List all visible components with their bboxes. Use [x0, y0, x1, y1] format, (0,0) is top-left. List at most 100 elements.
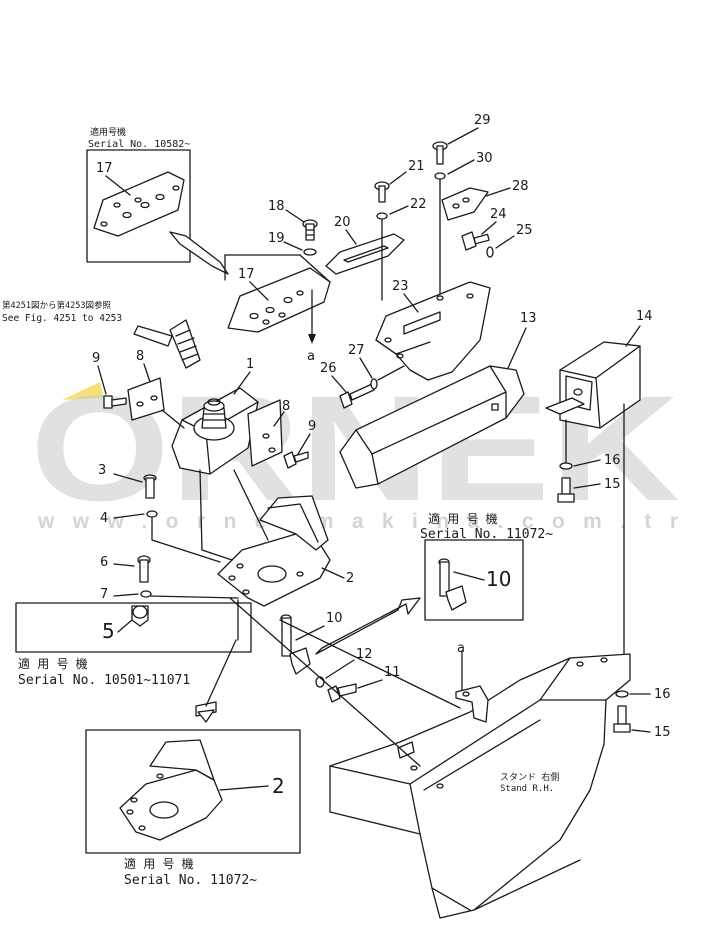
washer-25 — [486, 246, 494, 258]
box-14-assembly: 14 16 15 — [545, 309, 653, 665]
callout-14: 14 — [636, 309, 653, 324]
watermark-accent — [62, 382, 104, 400]
callout-6: 6 — [100, 555, 108, 570]
note-serial-10501-jp: 適 用 号 機 — [18, 656, 88, 671]
callout-8-right: 8 — [282, 399, 290, 414]
arrow-10 — [315, 597, 421, 655]
callout-28: 28 — [512, 179, 529, 194]
callout-29: 29 — [474, 113, 491, 128]
screw-9-right — [283, 451, 309, 469]
note-serial-10582-jp: 適用号機 — [90, 126, 126, 138]
note-serial-11072-a-jp: 適 用 号 機 — [428, 511, 498, 526]
bracket-23-assembly: 29 30 28 21 22 24 25 — [320, 113, 533, 409]
bracket-23 — [375, 281, 491, 381]
note-see-fig-en: See Fig. 4251 to 4253 — [2, 313, 122, 324]
inset-frame — [86, 149, 191, 263]
callout-18: 18 — [268, 199, 285, 214]
shaft-10-assembly: 10 12 11 適 用 号 機 Serial No. 11072~ 10 — [280, 511, 553, 703]
note-serial-10501-en: Serial No. 10501~11071 — [18, 673, 190, 688]
callout-8-left: 8 — [136, 349, 144, 364]
callout-15-lower: 15 — [654, 725, 671, 740]
callout-25: 25 — [516, 223, 533, 238]
bolt-24 — [461, 231, 490, 251]
bolt-15-lower — [613, 705, 631, 733]
callout-15: 15 — [604, 477, 621, 492]
callout-30: 30 — [476, 151, 493, 166]
callout-22: 22 — [410, 197, 427, 212]
shaft-10-inset — [438, 558, 467, 611]
callout-12: 12 — [356, 647, 373, 662]
callout-17-inset: 17 — [96, 161, 113, 176]
ref-a-top: a — [307, 349, 315, 364]
bolt-26 — [339, 383, 375, 409]
callout-1: 1 — [246, 357, 254, 372]
plate-28 — [441, 187, 489, 221]
cover-13 — [339, 365, 525, 489]
shaft-10 — [280, 614, 311, 675]
rubber-boot — [169, 319, 201, 369]
note-serial-10582-en: Serial No. 10582~ — [88, 139, 190, 150]
callout-13: 13 — [520, 311, 537, 326]
boot-see-fig: 第4251図から第4253図参照 See Fig. 4251 to 4253 — [2, 300, 201, 369]
washer-4 — [146, 510, 158, 518]
callout-10: 10 — [326, 611, 343, 626]
washer-27 — [370, 378, 378, 390]
washer-16 — [559, 462, 573, 470]
inset-frame-2 — [85, 729, 301, 854]
callout-9-left: 9 — [92, 351, 100, 366]
plate-17-assembly: 17 a 18 19 20 — [224, 199, 405, 364]
screw-9-left — [103, 395, 127, 409]
arrow-inset-17 — [169, 231, 229, 275]
washer-19 — [303, 248, 317, 256]
bracket-8-right — [247, 399, 283, 467]
callout-16-lower: 16 — [654, 687, 671, 702]
callout-20: 20 — [334, 215, 351, 230]
callout-4: 4 — [100, 511, 108, 526]
bolt-15 — [557, 477, 575, 503]
callout-2-inset: 2 — [272, 774, 285, 798]
washer-22 — [376, 212, 388, 220]
stand-rh: a スタンド 右側 Stand R.H. 16 15 — [229, 597, 671, 919]
washer-7 — [140, 590, 152, 598]
plate-17-inset-shape — [93, 171, 185, 237]
slotted-plate-20 — [325, 233, 405, 275]
callout-27: 27 — [348, 343, 365, 358]
screw-21 — [374, 181, 390, 203]
note-serial-11072-b-jp: 適 用 号 機 — [124, 856, 194, 871]
note-see-fig-jp: 第4251図から第4253図参照 — [2, 300, 111, 311]
base-2-assembly: 2 3 4 6 7 — [98, 463, 354, 607]
note-serial-11072-b-en: Serial No. 11072~ — [124, 873, 257, 888]
screw-29 — [432, 141, 448, 165]
stand-rh-body — [329, 653, 631, 919]
callout-26: 26 — [320, 361, 337, 376]
callout-10-inset: 10 — [486, 567, 511, 591]
inset-part-5: 5 適 用 号 機 Serial No. 10501~11071 — [15, 602, 252, 688]
washer-12 — [315, 676, 325, 688]
callout-19: 19 — [268, 231, 285, 246]
callout-7: 7 — [100, 587, 108, 602]
inset-base-2: 2 適 用 号 機 Serial No. 11072~ — [85, 599, 301, 888]
inset-frame-10 — [424, 539, 524, 621]
callout-9-right: 9 — [308, 419, 316, 434]
bolt-18 — [302, 219, 318, 241]
callout-2: 2 — [346, 571, 354, 586]
callout-17: 17 — [238, 267, 255, 282]
callout-3: 3 — [98, 463, 106, 478]
inset-plate-17: 適用号機 Serial No. 10582~ 17 — [86, 126, 229, 275]
plate-holes — [100, 185, 180, 227]
plate-17-holes — [249, 290, 304, 325]
note-stand-jp: スタンド 右側 — [500, 771, 559, 783]
lever-1-assembly: 1 8 9 8 9 — [92, 349, 316, 541]
note-serial-11072-a-en: Serial No. 11072~ — [420, 527, 553, 542]
callout-16: 16 — [604, 453, 621, 468]
ref-a-bottom: a — [457, 641, 465, 656]
console-cover-13: 13 — [339, 311, 537, 489]
note-stand-en: Stand R.H. — [500, 784, 554, 794]
bolt-11 — [327, 683, 357, 703]
arrow-inset-2 — [197, 709, 215, 723]
callout-5: 5 — [102, 619, 115, 643]
bolt-6 — [137, 555, 151, 583]
callout-24: 24 — [490, 207, 507, 222]
